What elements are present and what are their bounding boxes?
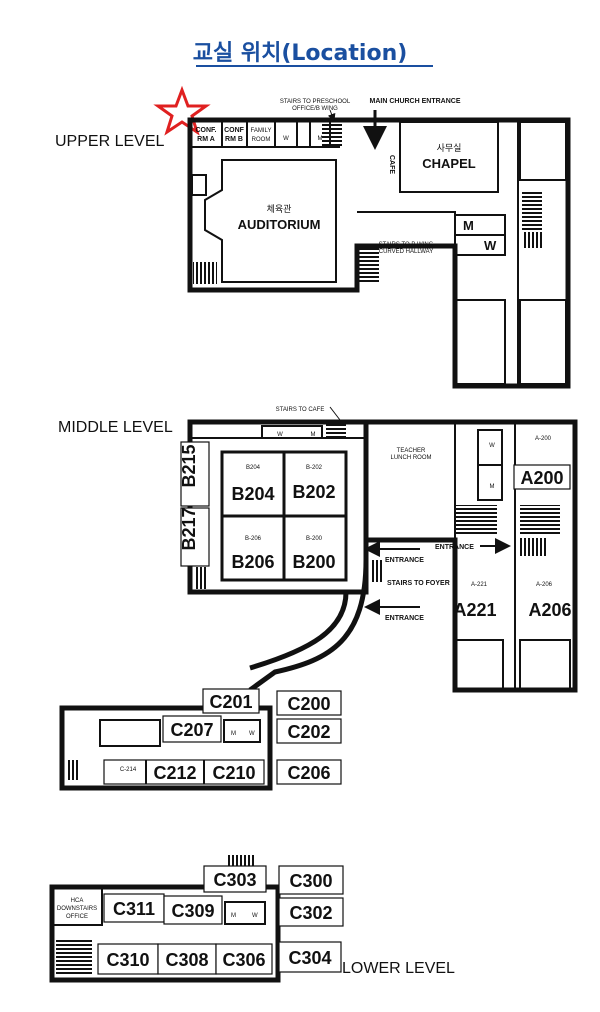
restroom-m-label: M (318, 136, 323, 142)
room-b204-label: B204 (231, 484, 274, 504)
room-b217-label: B217 (179, 507, 199, 550)
family-room-label-2: ROOM (252, 137, 271, 143)
room-c201-box (202, 688, 260, 714)
room-b200-small: B-200 (306, 536, 323, 542)
room-b202-label: B202 (292, 482, 335, 502)
main-entrance-label: MAIN CHURCH ENTRANCE (370, 98, 461, 105)
hca-office-label: HCA (71, 898, 84, 904)
room-c303-label: C303 (213, 870, 256, 890)
hca-office-label-2: DOWNSTAIRS (57, 906, 97, 912)
room-c304-label: C304 (288, 948, 331, 968)
room-c302-box (278, 897, 344, 927)
room-c210-label: C210 (212, 763, 255, 783)
room-b217-box (180, 507, 210, 567)
room-c303-box (203, 865, 267, 893)
cafe-label: CAFE (388, 155, 395, 174)
page-title: 교실 위치(Location) (193, 41, 408, 66)
room-a200-label: A200 (520, 468, 563, 488)
stairs-cafe-label: STAIRS TO CAFE (276, 407, 325, 413)
room-c310-box (97, 943, 159, 975)
room-c300-box (278, 865, 344, 895)
teacher-lunch-label: TEACHER (397, 448, 426, 454)
stairs-b-wing-label-2: CURVED HALLWAY (379, 249, 433, 255)
upper-level-label: UPPER LEVEL (55, 133, 164, 150)
c-wing-m-label: M (231, 731, 236, 737)
conf-rm-b-label-2: RM B (225, 136, 243, 143)
restroom-w-label: W (283, 136, 289, 142)
room-a206-label: A206 (528, 600, 571, 620)
chapel-korean-label: 사무실 (437, 143, 462, 154)
room-c308-box (157, 943, 217, 975)
room-c310-label: C310 (106, 950, 149, 970)
middle-w-label: W (277, 432, 283, 438)
room-a221-small: A-221 (471, 582, 488, 588)
room-c300-label: C300 (289, 871, 332, 891)
room-c207-label: C207 (170, 720, 213, 740)
lower-w-label: W (252, 913, 258, 919)
entrance-1-label: ENTRANCE (385, 557, 424, 564)
room-b200-label: B200 (292, 552, 335, 572)
room-b202-small: B-202 (306, 465, 323, 471)
family-room-label: FAMILY (251, 128, 272, 134)
auditorium-korean-label: 체육관 (267, 204, 292, 215)
room-b215-box (180, 441, 210, 507)
middle-level: MIDDLE LEVEL STAIRS TO CAFE (58, 406, 578, 791)
chapel-label: CHAPEL (422, 156, 476, 171)
room-a200-box (513, 464, 571, 490)
room-a206-small: A-206 (536, 582, 553, 588)
room-c309-box (163, 895, 223, 925)
a-wing-w-label: W (489, 443, 495, 449)
room-c309-label: C309 (171, 901, 214, 921)
room-a200-small: A-200 (535, 436, 552, 442)
entrance-2-label: ENTRANCE (435, 544, 474, 551)
upper-level: UPPER LEVEL STAIRS TO PR (55, 85, 571, 389)
room-c200-label: C200 (287, 694, 330, 714)
conf-rm-a-label: CONF. (196, 127, 217, 134)
room-c206-box (276, 759, 342, 785)
room-c202-box (276, 718, 342, 744)
entrance-3-label: ENTRANCE (385, 615, 424, 622)
lower-level: HCA DOWNSTAIRS OFFICE C303 C300 C311 C30… (49, 855, 455, 983)
stairs-b-wing-label: STAIRS TO B WING (379, 242, 434, 248)
middle-m-label: M (311, 432, 316, 438)
stairs-foyer-label: STAIRS TO FOYER (387, 580, 450, 587)
stairs-preschool-label: STAIRS TO PRESCHOOL (280, 99, 351, 105)
room-c207-box (162, 715, 222, 743)
room-b206-small: B-206 (245, 536, 262, 542)
room-c308-label: C308 (165, 950, 208, 970)
upper-m-label: M (463, 218, 474, 233)
room-c212-label: C212 (153, 763, 196, 783)
room-b204-small: B204 (246, 465, 261, 471)
lower-m-label: M (231, 913, 236, 919)
room-c206-label: C206 (287, 763, 330, 783)
room-c304-box (278, 941, 342, 973)
room-c311-label: C311 (113, 899, 155, 919)
room-c214-label: C-214 (120, 767, 137, 773)
room-c201-label: C201 (209, 692, 252, 712)
teacher-lunch-label-2: LUNCH ROOM (390, 455, 431, 461)
a-wing-m-label: M (490, 484, 495, 490)
room-c202-label: C202 (287, 722, 330, 742)
room-a221-label: A221 (453, 600, 496, 620)
stairs-preschool-label-2: OFFICE/B WING (292, 106, 338, 112)
room-c306-label: C306 (222, 950, 265, 970)
auditorium-label: AUDITORIUM (238, 217, 321, 232)
middle-level-label: MIDDLE LEVEL (58, 419, 173, 436)
lower-level-label: LOWER LEVEL (342, 960, 455, 977)
conf-rm-b-label: CONF (224, 127, 245, 134)
room-c302-label: C302 (289, 903, 332, 923)
room-b206-label: B206 (231, 552, 274, 572)
upper-w-label: W (484, 238, 497, 253)
room-c306-box (215, 943, 273, 975)
conf-rm-a-label-2: RM A (197, 136, 215, 143)
room-c200-box (276, 690, 342, 716)
c-wing-w-label: W (249, 731, 255, 737)
room-b215-label: B215 (179, 444, 199, 487)
hca-office-label-3: OFFICE (66, 914, 88, 920)
you-are-here-star-icon (153, 85, 211, 136)
